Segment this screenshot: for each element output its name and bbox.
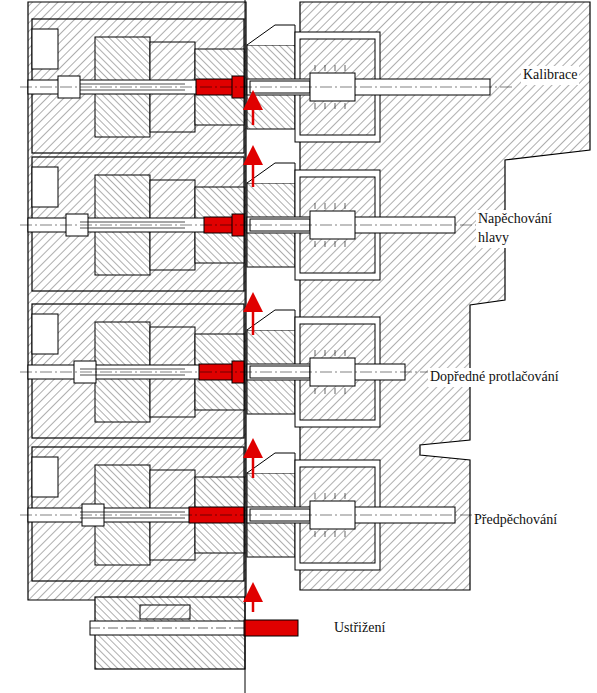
hidden-line (335, 65, 336, 71)
ejector-pin (80, 228, 185, 229)
hidden-line (345, 65, 346, 71)
wire-bore (90, 621, 245, 635)
transfer-arrow (252, 100, 255, 125)
station-label: Napěchování hlavy (476, 210, 584, 248)
station-label: Ustřižení (332, 619, 387, 638)
hidden-line (315, 531, 316, 537)
hidden-line (345, 241, 346, 247)
ejector-pin (80, 375, 185, 376)
hidden-line (345, 493, 346, 499)
station-label: Předpěchování (472, 511, 559, 530)
hidden-line (315, 65, 316, 71)
hidden-line (335, 388, 336, 394)
ejector-pin (80, 518, 185, 519)
bolt-head (32, 167, 58, 207)
bolt-head (32, 314, 58, 354)
transfer-arrow (252, 592, 255, 612)
parting-line (245, 0, 246, 693)
hidden-line (345, 103, 346, 109)
ejector-pin (80, 222, 185, 223)
hidden-line (315, 493, 316, 499)
hidden-line (345, 350, 346, 356)
hidden-line (335, 203, 336, 209)
axis (20, 225, 478, 226)
ejector-pin (80, 90, 185, 91)
hidden-line (315, 103, 316, 109)
cutoff-bush (140, 605, 190, 619)
axis (90, 628, 245, 629)
holder-chamfer (247, 25, 295, 45)
hidden-line (315, 350, 316, 356)
hidden-line (325, 241, 326, 247)
hidden-line (345, 531, 346, 537)
hidden-line (325, 350, 326, 356)
cut-slug (244, 620, 298, 636)
hidden-line (345, 388, 346, 394)
hidden-line (335, 241, 336, 247)
hidden-line (325, 103, 326, 109)
hidden-line (325, 65, 326, 71)
station-label: Kalibrace (521, 66, 579, 85)
station-label: Dopředné protlačování (428, 368, 561, 387)
axis (20, 515, 478, 516)
ejector-pin (80, 369, 185, 370)
hidden-line (335, 493, 336, 499)
transfer-arrow (252, 448, 255, 478)
hidden-line (325, 388, 326, 394)
hidden-line (335, 350, 336, 356)
ejector-pin (80, 512, 185, 513)
die-frame (28, 2, 246, 600)
hidden-line (315, 241, 316, 247)
axis (20, 87, 513, 88)
bolt-head (32, 29, 58, 69)
hidden-line (315, 388, 316, 394)
transfer-arrow (252, 302, 255, 335)
axis (20, 372, 428, 373)
hidden-line (315, 203, 316, 209)
hidden-line (335, 531, 336, 537)
hidden-line (325, 531, 326, 537)
hidden-line (345, 203, 346, 209)
hidden-line (325, 493, 326, 499)
transfer-arrow (252, 155, 255, 187)
hidden-line (325, 203, 326, 209)
ejector-pin (80, 84, 185, 85)
hidden-line (335, 103, 336, 109)
bolt-head (32, 457, 58, 497)
